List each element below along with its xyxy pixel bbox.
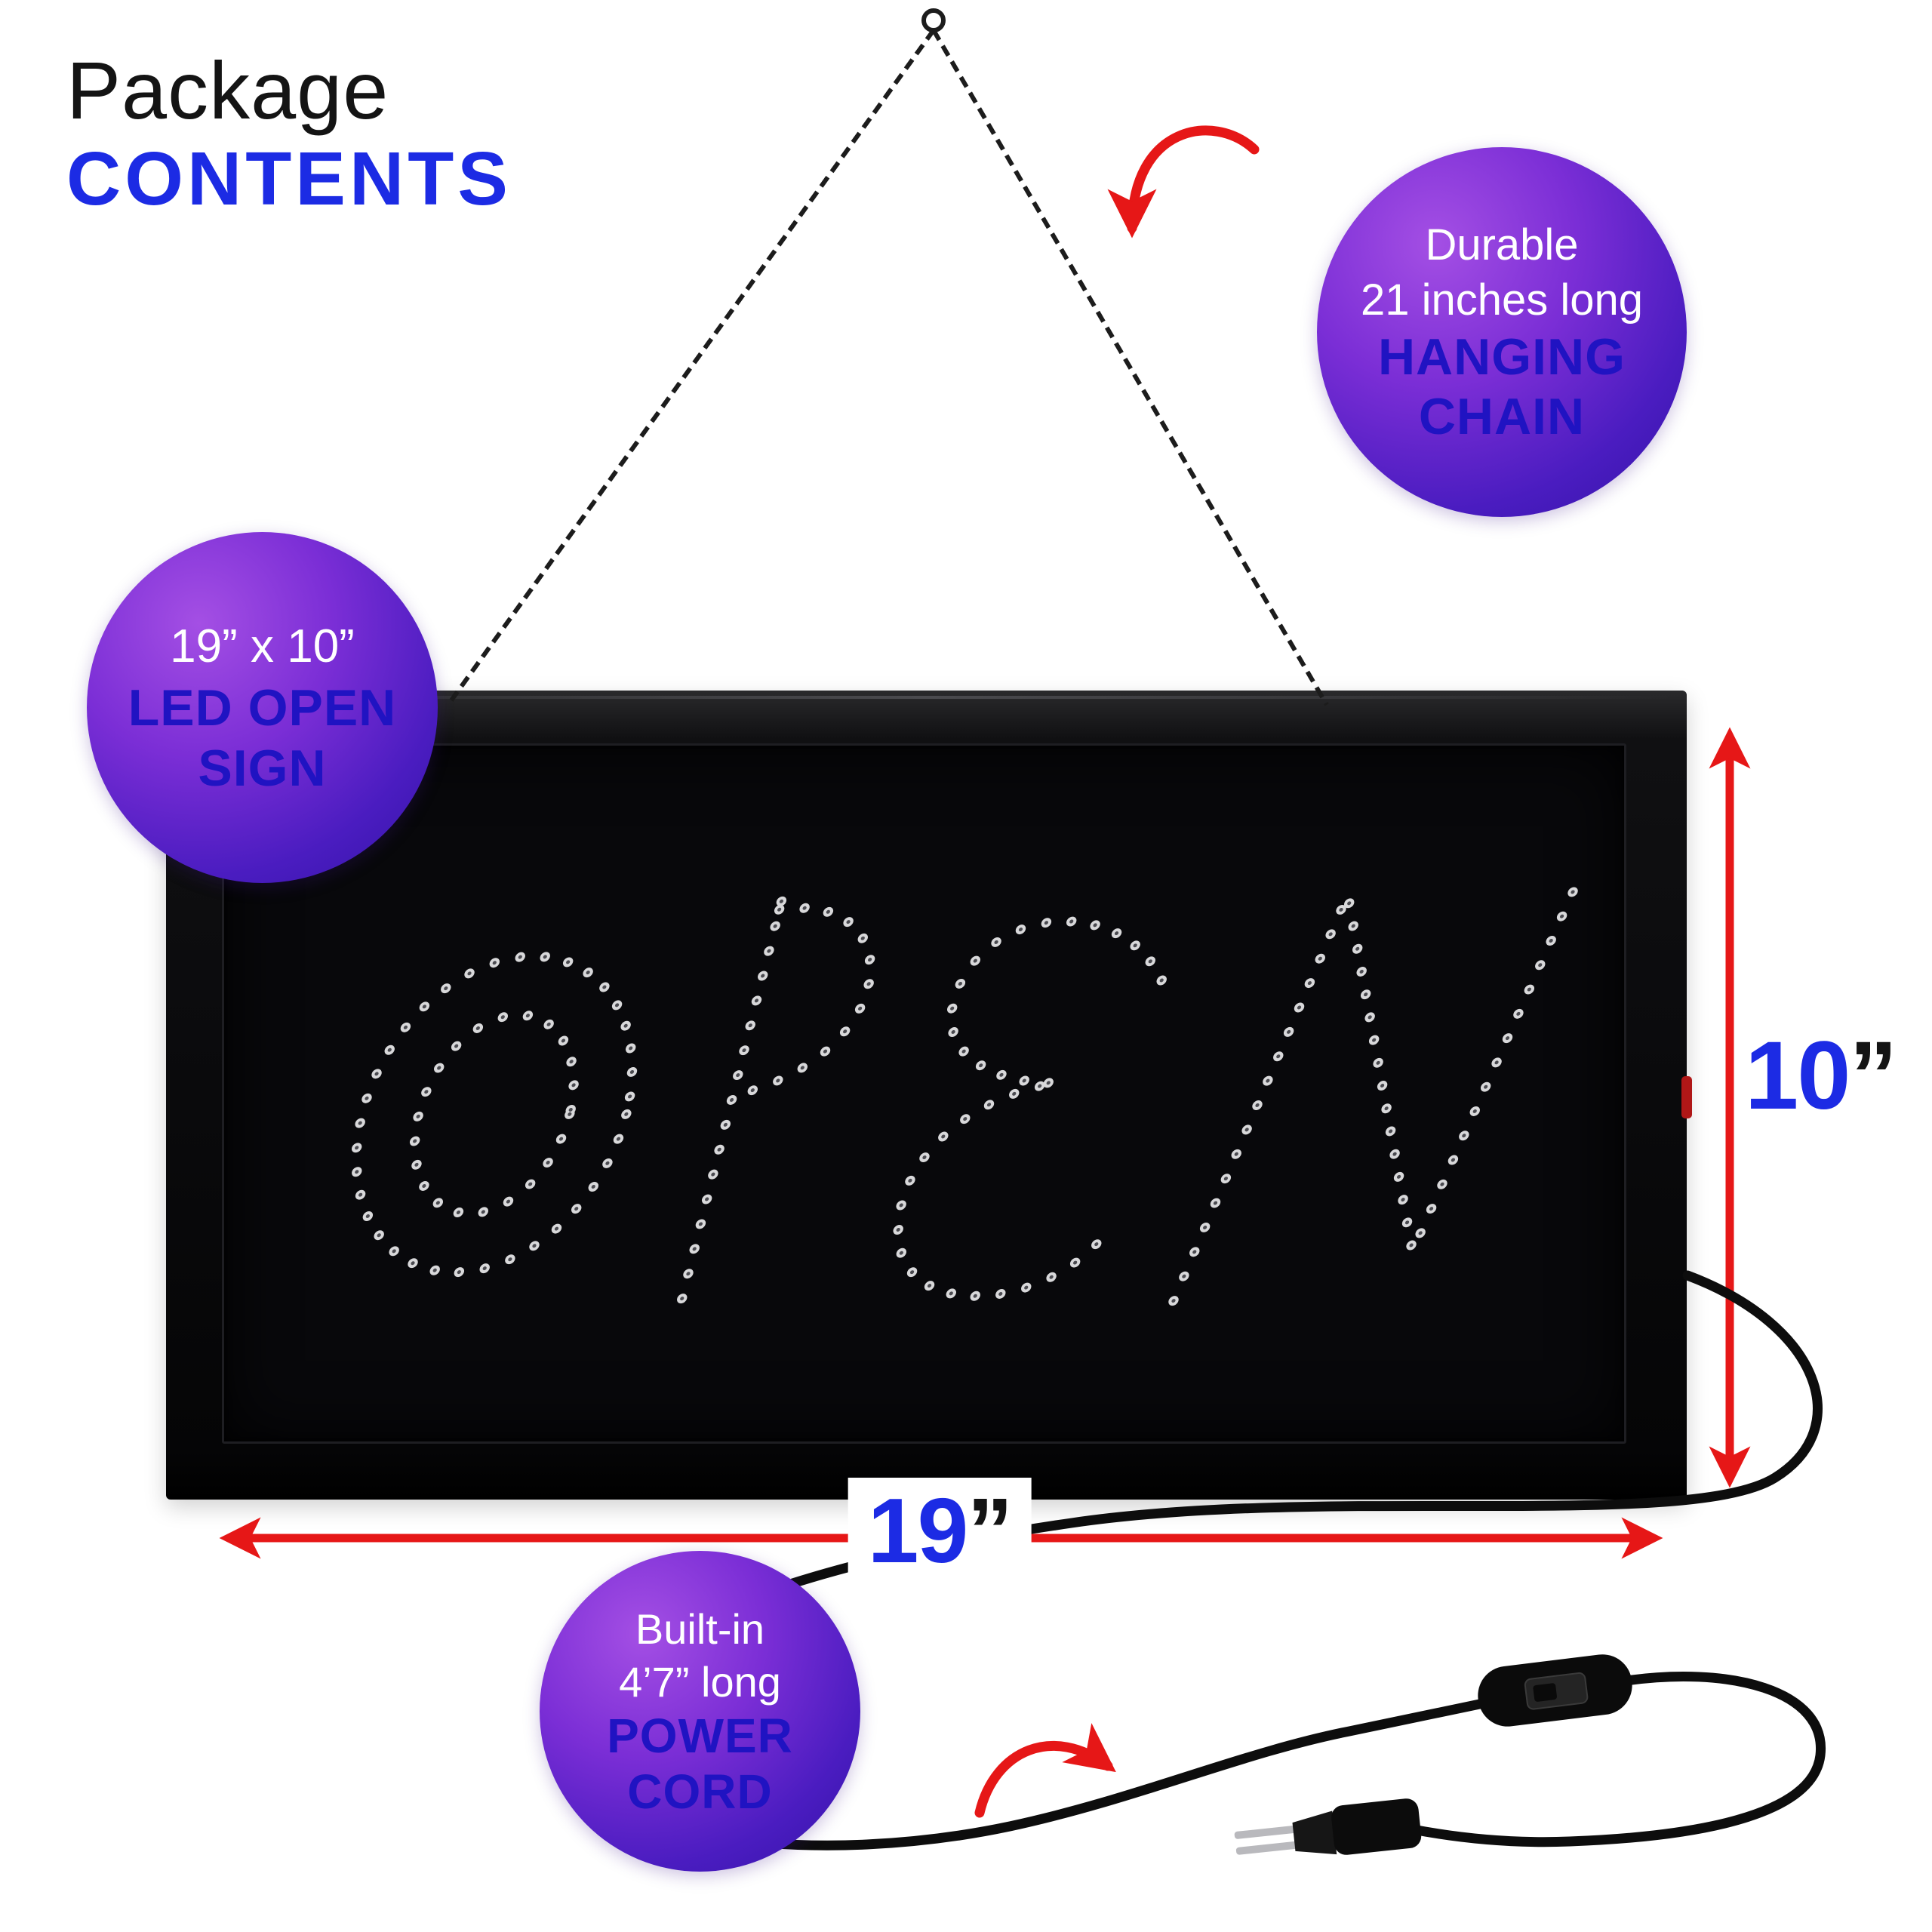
badge-line: Built-in bbox=[635, 1604, 765, 1653]
power-cord-after-switch bbox=[1407, 1671, 1826, 1847]
badge-line: 19” x 10” bbox=[170, 620, 355, 672]
open-led-dots bbox=[315, 882, 1577, 1300]
badge-emphasis: CHAIN bbox=[1418, 387, 1586, 445]
badge-emphasis: POWER bbox=[607, 1708, 793, 1763]
title-package: Package bbox=[66, 45, 389, 136]
badge-emphasis: HANGING bbox=[1377, 328, 1626, 386]
badge-emphasis: SIGN bbox=[198, 739, 327, 797]
led-sign-badge: 19” x 10” LED OPEN SIGN bbox=[87, 532, 438, 883]
power-plug bbox=[1234, 1798, 1422, 1855]
height-dimension-label: 10” bbox=[1745, 1020, 1897, 1131]
width-dimension-label: 19” bbox=[848, 1478, 1032, 1583]
page-title: Package CONTENTS bbox=[66, 45, 512, 221]
badge-emphasis: LED OPEN bbox=[128, 678, 397, 737]
cord-pointer-arrow bbox=[974, 1723, 1116, 1818]
hanging-chain-badge: Durable 21 inches long HANGING CHAIN bbox=[1317, 147, 1687, 517]
badge-line: 21 inches long bbox=[1360, 275, 1644, 325]
badge-emphasis: CORD bbox=[627, 1764, 773, 1819]
power-cord-badge: Built-in 4’7” long POWER CORD bbox=[540, 1551, 860, 1872]
hanging-chain bbox=[449, 29, 1329, 706]
width-value: 19 bbox=[867, 1479, 969, 1582]
badge-line: Durable bbox=[1425, 220, 1579, 270]
height-unit: ” bbox=[1849, 1022, 1897, 1130]
title-contents: CONTENTS bbox=[66, 136, 512, 221]
height-value: 10 bbox=[1745, 1022, 1850, 1130]
chain-hook-ring bbox=[921, 8, 946, 32]
power-switch bbox=[1478, 1654, 1632, 1727]
chain-pointer-arrow bbox=[1107, 125, 1260, 238]
led-sign-panel: OPEN bbox=[222, 743, 1626, 1444]
led-dots-graphic bbox=[224, 746, 1624, 1441]
width-unit: ” bbox=[967, 1479, 1013, 1582]
badge-line: 4’7” long bbox=[619, 1657, 781, 1706]
